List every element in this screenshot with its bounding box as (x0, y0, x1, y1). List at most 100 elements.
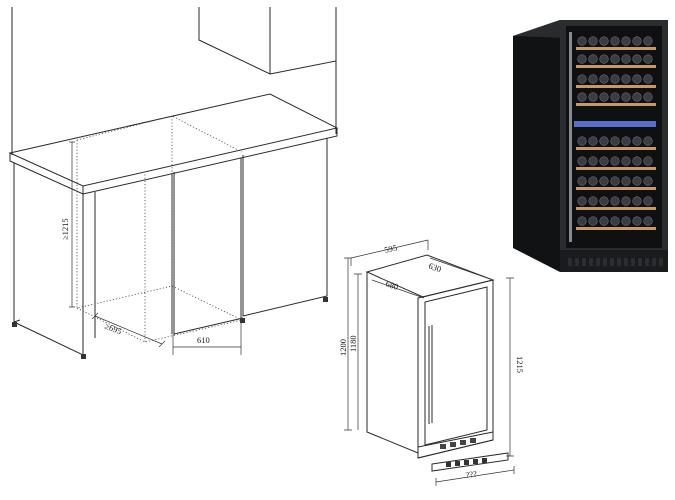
bottle-end (577, 74, 587, 84)
plinth-vent-slot (645, 258, 649, 266)
shelf-front (576, 207, 656, 210)
plinth-vent-slot (568, 258, 572, 266)
cooler-door-handle (569, 32, 572, 242)
bottle-end (643, 156, 653, 166)
plinth-vent-slot (638, 258, 642, 266)
bottle-end (632, 74, 642, 84)
appliance-dimension-drawing: 595 630 680 1200 1180 1215 ??? (338, 239, 525, 486)
right-height-label: 1215 (515, 356, 525, 373)
bottle-end (621, 176, 631, 186)
appliance-door-glass (424, 286, 488, 446)
shelf-front (576, 187, 656, 190)
bottle-end (621, 36, 631, 46)
shelf-front (576, 167, 656, 170)
bottle-end (610, 176, 620, 186)
door-depth-dimension (371, 279, 425, 299)
bottle-end (643, 136, 653, 146)
bottle-end (621, 136, 631, 146)
upper-wall-cabinet (198, 7, 337, 75)
plinth-vent-slot (624, 258, 628, 266)
bottle-end (577, 176, 587, 186)
left-base-cabinet (13, 163, 84, 356)
plinth-vent-slot (617, 258, 621, 266)
bottle-end (610, 74, 620, 84)
base-grille (431, 452, 509, 472)
bottle-end (610, 54, 620, 64)
niche-height-dimension (69, 141, 75, 308)
plinth-vent-slot (575, 258, 579, 266)
bottle-end (599, 54, 609, 64)
bottle-end (610, 36, 620, 46)
bottle-end (643, 216, 653, 226)
niche-width-label: 610 (197, 335, 210, 345)
bottle-end (588, 74, 598, 84)
niche-outline-dotted (76, 115, 243, 343)
bottle-end (643, 36, 653, 46)
bottle-end (599, 156, 609, 166)
plinth-vent-slot (596, 258, 600, 266)
bottle-end (577, 54, 587, 64)
total-height-label: 1200 (338, 339, 348, 356)
bottle-end (632, 176, 642, 186)
body-height-label: 1180 (348, 335, 358, 352)
bottle-end (632, 196, 642, 206)
plinth-vent-slot (659, 258, 663, 266)
bottle-end (643, 176, 653, 186)
bottle-end (588, 36, 598, 46)
bottle-end (588, 176, 598, 186)
plinth-vent-slot (652, 258, 656, 266)
shelf-front (576, 227, 656, 230)
cabinet-door-lines (94, 158, 242, 338)
cooler-side-panel (513, 20, 560, 272)
bottle-end (621, 196, 631, 206)
bottle-end (588, 196, 598, 206)
shelf-front (576, 147, 656, 150)
bottle-end (632, 216, 642, 226)
base-grille-slots (446, 458, 487, 467)
bottle-end (643, 196, 653, 206)
bottle-end (577, 216, 587, 226)
wall-edge (11, 7, 337, 155)
bottle-end (599, 196, 609, 206)
bottle-end (599, 216, 609, 226)
bottle-end (599, 176, 609, 186)
bottle-end (610, 196, 620, 206)
bottle-end (577, 136, 587, 146)
bottle-end (577, 92, 587, 102)
bottle-end (599, 74, 609, 84)
door-handle (428, 325, 433, 424)
cabinet-foot (81, 354, 86, 359)
control-panel-strip (574, 121, 656, 127)
bottle-end (610, 216, 620, 226)
plinth-vent-slot (631, 258, 635, 266)
niche-depth-dimension (91, 312, 166, 348)
bottle-end (588, 216, 598, 226)
bottle-end (632, 54, 642, 64)
bottle-end (599, 36, 609, 46)
bottle-end (588, 136, 598, 146)
bottle-end (577, 156, 587, 166)
bottle-end (577, 196, 587, 206)
appliance-side (366, 272, 419, 454)
shelf-front (576, 103, 656, 106)
bottle-end (621, 74, 631, 84)
bottle-end (643, 54, 653, 64)
top-depth-dimension (429, 257, 494, 281)
bottle-end (610, 156, 620, 166)
niche-width-dimension (172, 318, 242, 355)
top-width-dimension (350, 239, 429, 266)
bottle-end (621, 156, 631, 166)
countertop (8, 93, 339, 195)
bottle-end (632, 156, 642, 166)
base-width-dimension (435, 466, 515, 486)
top-width-label: 595 (383, 243, 398, 255)
shelf-front (576, 85, 656, 88)
total-height-dimension (344, 257, 352, 431)
plinth-vent-slot (610, 258, 614, 266)
cabinet-foot (240, 318, 245, 323)
base-vent (417, 431, 494, 459)
right-base-cabinet (173, 138, 328, 335)
bottle-end (599, 92, 609, 102)
bottle-end (621, 92, 631, 102)
